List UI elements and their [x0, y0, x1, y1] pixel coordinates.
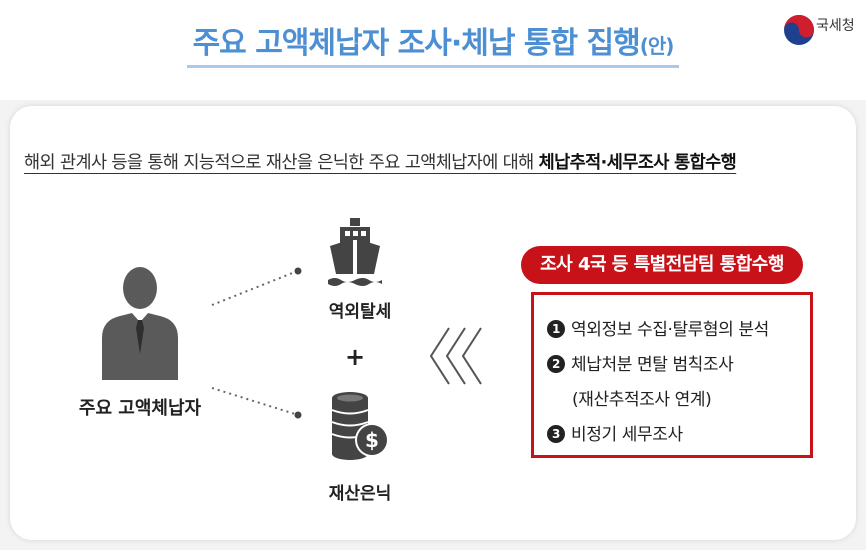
list-item-text: (재산추적조사 연계) [572, 390, 712, 410]
nts-logo-icon [784, 15, 814, 45]
list-item: 2 체납처분 면탈 범칙조사 [547, 350, 734, 375]
svg-text:$: $ [365, 428, 379, 452]
task-force-badge: 조사 4국 등 특별전담팀 통합수행 [521, 246, 803, 284]
subtitle: 해외 관계사 등을 통해 지능적으로 재산을 은닉한 주요 고액체납자에 대해 … [24, 149, 737, 174]
businessman-icon [102, 267, 178, 380]
title-wrap: 주요 고액체납자 조사·체납 통합 집행(안) [0, 18, 866, 68]
logo-text: 국세청 [816, 18, 855, 34]
title-suffix: (안) [639, 34, 675, 58]
plus-sign: + [344, 343, 366, 371]
task-list-box: 1 역외정보 수집·탈루혐의 분석 2 체납처분 면탈 범칙조사 (재산추적조사 연… [531, 292, 813, 458]
list-item-text: 비정기 세무조사 [571, 425, 683, 445]
list-item: 1 역외정보 수집·탈루혐의 분석 [547, 315, 769, 340]
page-title: 주요 고액체납자 조사·체납 통합 집행(안) [186, 18, 680, 68]
number-badge: 2 [547, 355, 565, 373]
coin-stack-icon: $ [331, 392, 389, 460]
delinquent-label: 주요 고액체납자 [78, 398, 202, 419]
list-item-text: 역외정보 수집·탈루혐의 분석 [571, 320, 769, 340]
list-item: (재산추적조사 연계) [572, 385, 712, 410]
subtitle-bold: 체납추적·세무조사 통합수행 [538, 153, 737, 173]
header-band [0, 0, 866, 100]
number-badge: 1 [547, 320, 565, 338]
subtitle-plain: 해외 관계사 등을 통해 지능적으로 재산을 은닉한 주요 고액체납자에 대해 [24, 153, 539, 173]
offshore-evasion-label: 역외탈세 [328, 302, 392, 322]
title-main: 주요 고액체납자 조사·체납 통합 집행 [192, 26, 641, 61]
number-badge: 3 [547, 425, 565, 443]
ship-icon [328, 218, 382, 286]
list-item-text: 체납처분 면탈 범칙조사 [571, 355, 734, 375]
list-item: 3 비정기 세무조사 [547, 420, 683, 445]
asset-concealment-label: 재산은닉 [328, 484, 392, 504]
chevron-left-icon [429, 327, 482, 385]
